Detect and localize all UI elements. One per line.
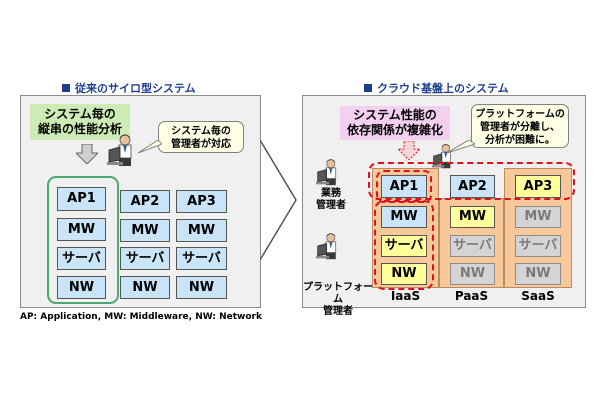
saas-ap3: AP3: [515, 175, 561, 198]
left-server2: サーバ: [120, 247, 170, 270]
saas-server: サーバ: [515, 235, 561, 257]
left-bubble: システム毎の 管理者が対応: [158, 121, 244, 153]
platform-manager-label: プラットフォーム 管理者: [303, 282, 373, 317]
iaas-server: サーバ: [381, 235, 427, 257]
bubble-tail: [447, 140, 475, 154]
left-mw3: MW: [176, 219, 227, 242]
iaas-ap1: AP1: [381, 175, 427, 198]
dashed-highlight-iaas-stack: [374, 200, 434, 290]
down-arrow-icon: [398, 141, 420, 160]
dashed-highlight-ap-row: [368, 162, 575, 200]
iaas-nw: NW: [381, 263, 427, 285]
paas-label: PaaS: [454, 289, 489, 303]
left-title-text: 従来のサイロ型システム: [75, 82, 196, 96]
saas-mw: MW: [515, 206, 561, 228]
left-nw1: NW: [57, 276, 106, 299]
left-server1: サーバ: [57, 247, 106, 270]
title-square-icon: [364, 84, 372, 92]
left-footnote: AP: Application, MW: Middleware, NW: Net…: [20, 312, 262, 322]
left-title: 従来のサイロ型システム: [62, 80, 196, 96]
left-analysis-box: システム毎の 縦串の性能分析: [30, 104, 130, 140]
left-nw2: NW: [120, 276, 170, 299]
saas-nw: NW: [515, 263, 561, 285]
bubble-tail: [138, 140, 162, 154]
right-arrow-icon: [260, 140, 297, 260]
left-ap2: AP2: [120, 190, 170, 213]
business-manager-label: 業務 管理者: [316, 188, 346, 211]
paas-nw: NW: [450, 263, 495, 285]
dashed-highlight-ap1: [376, 170, 432, 203]
left-ap3: AP3: [176, 190, 227, 213]
left-ap1: AP1: [57, 187, 106, 211]
paas-ap2: AP2: [450, 175, 495, 198]
down-arrow-icon: [76, 144, 98, 164]
green-frame: [47, 176, 119, 304]
left-server3: サーバ: [176, 247, 227, 270]
title-square-icon: [62, 84, 70, 92]
iaas-mw: MW: [381, 206, 427, 228]
person-at-laptop-icon: [316, 233, 337, 260]
left-mw1: MW: [57, 218, 106, 241]
right-analysis-box: システム性能の 依存関係が複雑化: [340, 106, 450, 140]
left-mw2: MW: [120, 219, 170, 242]
left-nw3: NW: [176, 276, 227, 299]
paas-mw: MW: [450, 206, 495, 228]
person-at-laptop-icon: [316, 159, 337, 186]
person-at-laptop-icon: [107, 134, 132, 166]
iaas-label: IaaS: [390, 289, 421, 303]
right-title-text: クラウド基盤上のシステム: [377, 82, 509, 96]
paas-server: サーバ: [450, 235, 495, 257]
right-bubble: プラットフォームの 管理者が分離し、 分析が困難に。: [471, 104, 569, 148]
saas-label: SaaS: [521, 289, 555, 303]
right-title: クラウド基盤上のシステム: [364, 80, 509, 96]
